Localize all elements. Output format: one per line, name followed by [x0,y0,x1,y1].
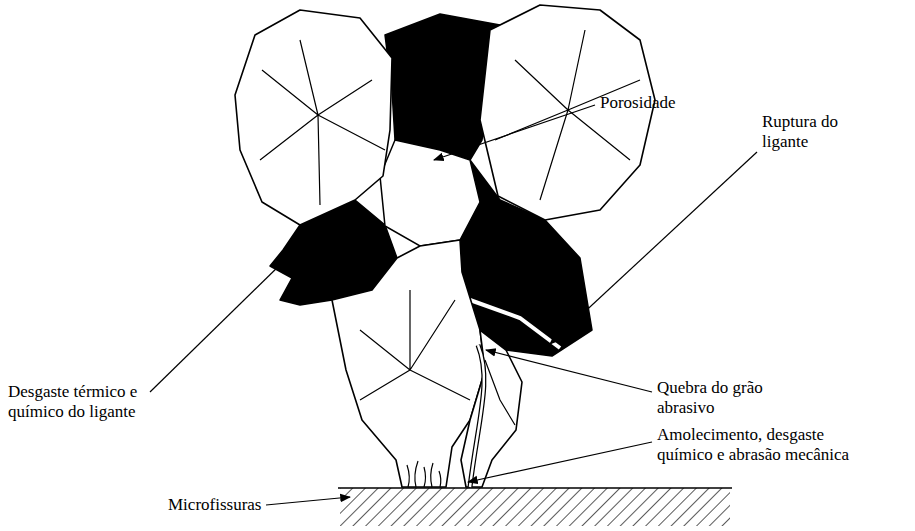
microcracks [407,461,441,487]
workpiece-surface [338,487,732,489]
part-label: Quebra do grão abrasivo [657,378,787,417]
abrasive-grains [235,5,655,487]
part-label: Desgaste térmico e químico do ligante [8,382,158,421]
part-label: Amolecimento, desgaste químico e abrasão… [657,425,867,464]
pore [380,140,480,246]
part-label: Ruptura do ligante [762,112,862,151]
workpiece-hatch [340,488,730,526]
grain-cleavage [260,30,640,425]
part-label: Microfissuras [168,495,278,515]
part-label: Porosidade [600,93,740,113]
grain-fracture [470,345,484,487]
